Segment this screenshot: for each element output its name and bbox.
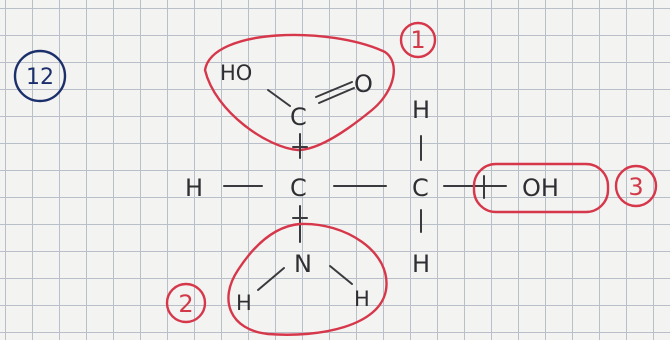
group-2-number: 2 xyxy=(178,290,193,318)
hydroxyl-label: OH xyxy=(522,174,559,202)
group-1-number: 1 xyxy=(410,26,425,54)
carboxyl-hydroxyl: HO xyxy=(220,61,252,85)
bond-n-h-left xyxy=(257,267,285,291)
bond-c-o-double-b xyxy=(318,87,355,104)
beta-carbon: C xyxy=(412,174,429,202)
carboxyl-carbon: C xyxy=(290,103,307,131)
question-number: 12 xyxy=(26,65,54,90)
carboxyl-oxygen: O xyxy=(354,70,373,98)
beta-hydrogen-bottom: H xyxy=(412,250,430,278)
beta-hydrogen-top: H xyxy=(412,96,430,124)
bond-n-h-right xyxy=(329,265,353,285)
group-1-outline xyxy=(203,33,395,152)
amine-hydrogen-right: H xyxy=(354,287,370,311)
amino-group: N H H 2 xyxy=(165,222,388,336)
amine-nitrogen: N xyxy=(294,250,312,278)
bond-ho-c xyxy=(267,89,291,107)
bond-c-o-double-a xyxy=(315,81,353,98)
group-2-number-circle xyxy=(165,282,207,324)
amine-hydrogen-left: H xyxy=(236,291,252,315)
question-number-circle xyxy=(13,49,67,103)
alpha-carbon: C xyxy=(290,174,307,202)
backbone: H C C H H xyxy=(185,96,507,278)
group-3-number-circle xyxy=(614,164,658,208)
question-marker: 12 xyxy=(13,49,67,103)
group-1-number-circle xyxy=(399,21,437,59)
group-3-number: 3 xyxy=(628,173,643,201)
alpha-hydrogen: H xyxy=(185,174,203,202)
group-2-outline xyxy=(227,222,388,336)
group-3-outline xyxy=(472,162,610,214)
carboxyl-group: HO C O 1 xyxy=(203,21,437,152)
hydroxyl-group: OH 3 xyxy=(472,162,658,214)
